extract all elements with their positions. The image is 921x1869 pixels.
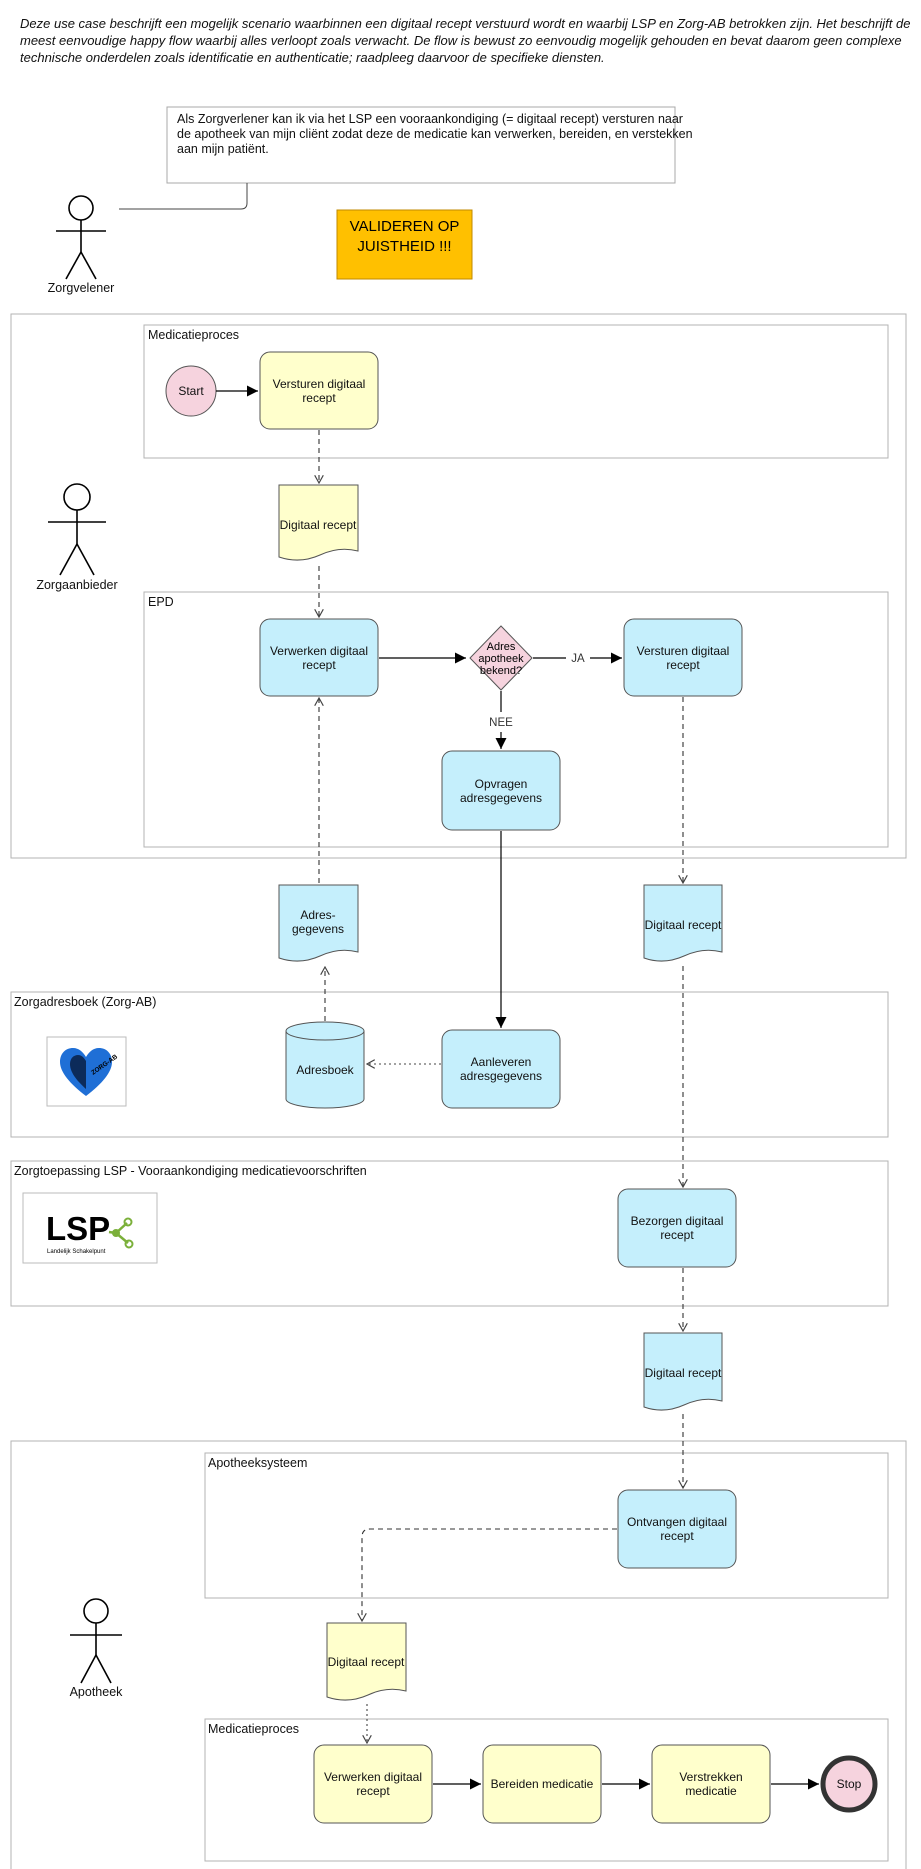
doc-adres-line-2: gegevens [292,922,344,936]
task-aanleveren-line-1: Aanleveren [471,1055,532,1069]
task-ontvangen-digitaal-recept: Ontvangen digitaal recept [617,1489,737,1569]
edge-label-ja: JA [571,653,585,665]
warning-line-2: JUISTHEID !!! [357,238,451,255]
task-aanleveren-line-2: adresgegevens [460,1069,542,1083]
document-digitaal-recept-4: Digitaal recept [326,1622,407,1701]
task-bezorgen-line-1: Bezorgen digitaal [631,1214,724,1228]
decision-line-2: apotheek [478,653,524,665]
task-verstrekken-medicatie: Verstrekken medicatie [651,1744,771,1824]
group-epd-label: EPD [148,595,174,609]
doc-recept-4-label: Digitaal recept [328,1655,405,1669]
note-line-1: Als Zorgverlener kan ik via het LSP een … [177,112,683,126]
decision-adres-apotheek-bekend: Adres apotheek bekend? [469,625,533,691]
group-medicatieproces-bottom-label: Medicatieproces [208,1722,299,1736]
task-ontvangen-line-2: recept [660,1529,694,1543]
task-bereiden-label: Bereiden medicatie [491,1777,594,1791]
group-apotheeksysteem-label: Apotheeksysteem [208,1456,307,1470]
task-verwerken-1-line-2: recept [302,658,336,672]
task-verwerken-1-line-1: Verwerken digitaal [270,644,368,658]
datastore-adresboek-label: Adresboek [296,1063,354,1077]
task-bezorgen-line-2: recept [660,1228,694,1242]
stop-event: Stop [820,1755,878,1813]
group-medicatieproces-top-label: Medicatieproces [148,328,239,342]
warning-line-1: VALIDEREN OP [350,218,460,235]
document-digitaal-recept-1: Digitaal recept [278,484,359,561]
intro-line-1: Deze use case beschrijft een mogelijk sc… [20,16,910,31]
datastore-adresboek: Adresboek [285,1021,365,1109]
document-adresgegevens: Adres- gegevens [278,884,359,962]
lane-zorgaanbieder [10,313,907,859]
group-medicatieproces-top [143,324,889,459]
task-opvragen-line-1: Opvragen [475,777,528,791]
task-versturen-1-line-1: Versturen digitaal [273,377,366,391]
actor-apotheek-label: Apotheek [70,1685,124,1699]
edge-ontvangen-to-doc4 [362,1528,617,1621]
task-verwerken-digitaal-recept-2: Verwerken digitaal recept [313,1744,433,1824]
intro-line-3: technische onderdelen zoals identificati… [20,50,605,65]
start-label: Start [178,384,204,398]
task-versturen-1-line-2: recept [302,391,336,405]
user-story-note: Als Zorgverlener kan ik via het LSP een … [166,106,693,184]
task-verwerken-2-line-1: Verwerken digitaal [324,1770,422,1784]
document-digitaal-recept-3: Digitaal recept [643,1332,723,1411]
start-event: Start [165,365,217,417]
document-digitaal-recept-2: Digitaal recept [643,884,723,962]
task-verwerken-digitaal-recept-1: Verwerken digitaal recept [259,618,379,697]
intro-line-2: meest eenvoudige happy flow waarbij alle… [20,33,902,48]
note-line-3: aan mijn patiënt. [177,142,269,156]
doc-recept-3-label: Digitaal recept [645,1366,722,1380]
actor-zorgaanbieder-icon [48,483,106,576]
group-lsp-label: Zorgtoepassing LSP - Vooraankondiging me… [14,1164,367,1178]
lsp-logo-subtext: Landelijk Schakelpunt [47,1249,106,1255]
task-ontvangen-line-1: Ontvangen digitaal [627,1515,727,1529]
task-bezorgen-digitaal-recept: Bezorgen digitaal recept [617,1188,737,1268]
actor-zorgaanbieder-label: Zorgaanbieder [36,578,117,592]
task-versturen-2-line-1: Versturen digitaal [637,644,730,658]
actor-zorgverlener-label: Zorgvelener [48,281,115,295]
doc-adres-line-1: Adres- [300,908,335,922]
task-versturen-digitaal-recept-1: Versturen digitaal recept [259,351,379,430]
lane-apotheek [10,1440,907,1869]
task-versturen-digitaal-recept-2: Versturen digitaal recept [623,618,743,697]
decision-line-1: Adres [487,641,516,653]
warning-box: VALIDEREN OP JUISTHEID !!! [336,209,473,280]
zorgab-logo: ZORG-AB [46,1036,127,1107]
task-versturen-2-line-2: recept [666,658,700,672]
edge-label-nee: NEE [489,717,513,729]
lsp-logo-text: LSP [46,1210,110,1247]
group-zorgadresboek-label: Zorgadresboek (Zorg-AB) [14,995,156,1009]
task-verwerken-2-line-2: recept [356,1784,390,1798]
lsp-logo: LSP Landelijk Schakelpunt [22,1192,158,1264]
task-aanleveren-adresgegevens: Aanleveren adresgegevens [441,1029,561,1109]
intro-text: Deze use case beschrijft een mogelijk sc… [20,16,910,65]
actor-apotheek-icon [70,1598,122,1684]
task-verstrekken-line-1: Verstrekken [679,1770,742,1784]
group-epd [143,591,889,848]
doc-recept-2-label: Digitaal recept [645,918,722,932]
note-line-2: de apotheek van mijn cliënt zodat deze d… [177,127,693,141]
stop-label: Stop [837,1777,862,1791]
group-zorgadresboek [10,991,889,1138]
group-lsp [10,1160,889,1307]
task-opvragen-adresgegevens: Opvragen adresgegevens [441,750,561,831]
group-medicatieproces-bottom [204,1718,889,1862]
task-bereiden-medicatie: Bereiden medicatie [482,1744,602,1824]
note-connector [119,183,248,210]
doc-recept-1-label: Digitaal recept [280,518,357,532]
task-verstrekken-line-2: medicatie [685,1784,737,1798]
actor-zorgverlener-icon [56,195,106,280]
decision-line-3: bekend? [480,665,522,677]
group-apotheeksysteem [204,1452,889,1599]
task-opvragen-line-2: adresgegevens [460,791,542,805]
